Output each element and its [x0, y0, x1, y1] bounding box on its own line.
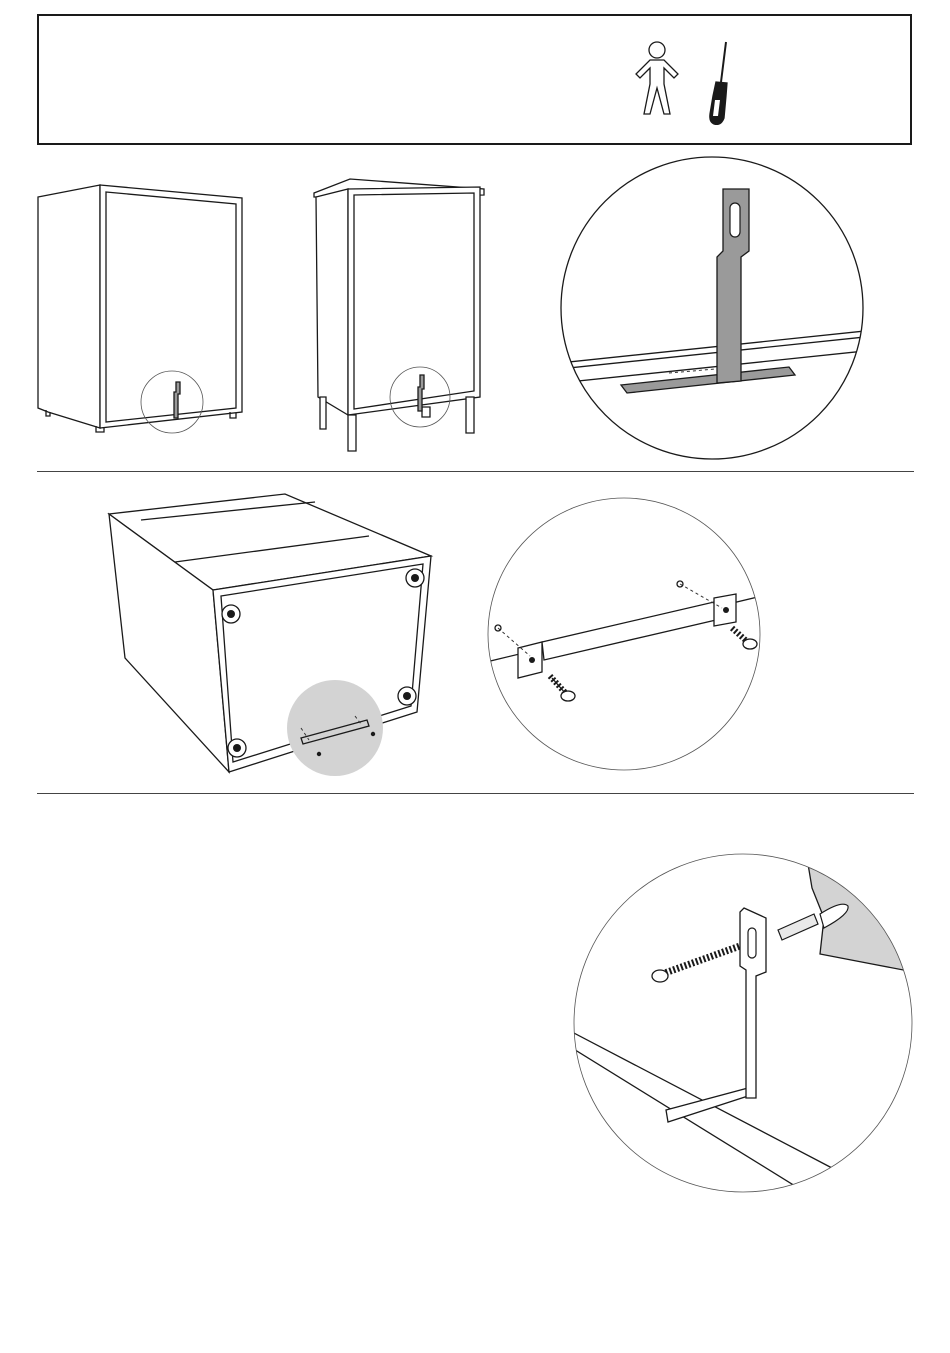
step-divider-2: [37, 793, 914, 794]
screw-left-icon: [550, 676, 575, 701]
cabinet-top-view: [105, 490, 435, 780]
bracket-detail-zoom: [559, 155, 865, 461]
cabinet-with-legs: [312, 175, 492, 460]
screwdriver-icon: [700, 40, 736, 128]
bracket-screw-detail-zoom: [486, 496, 762, 772]
screw-right-icon: [732, 628, 757, 649]
step-divider-1: [37, 471, 914, 472]
wall-anchor-detail-zoom: [572, 852, 914, 1194]
one-person-icon: [632, 40, 682, 118]
cabinet-with-plinth: [30, 180, 250, 440]
header-box: [37, 14, 912, 145]
